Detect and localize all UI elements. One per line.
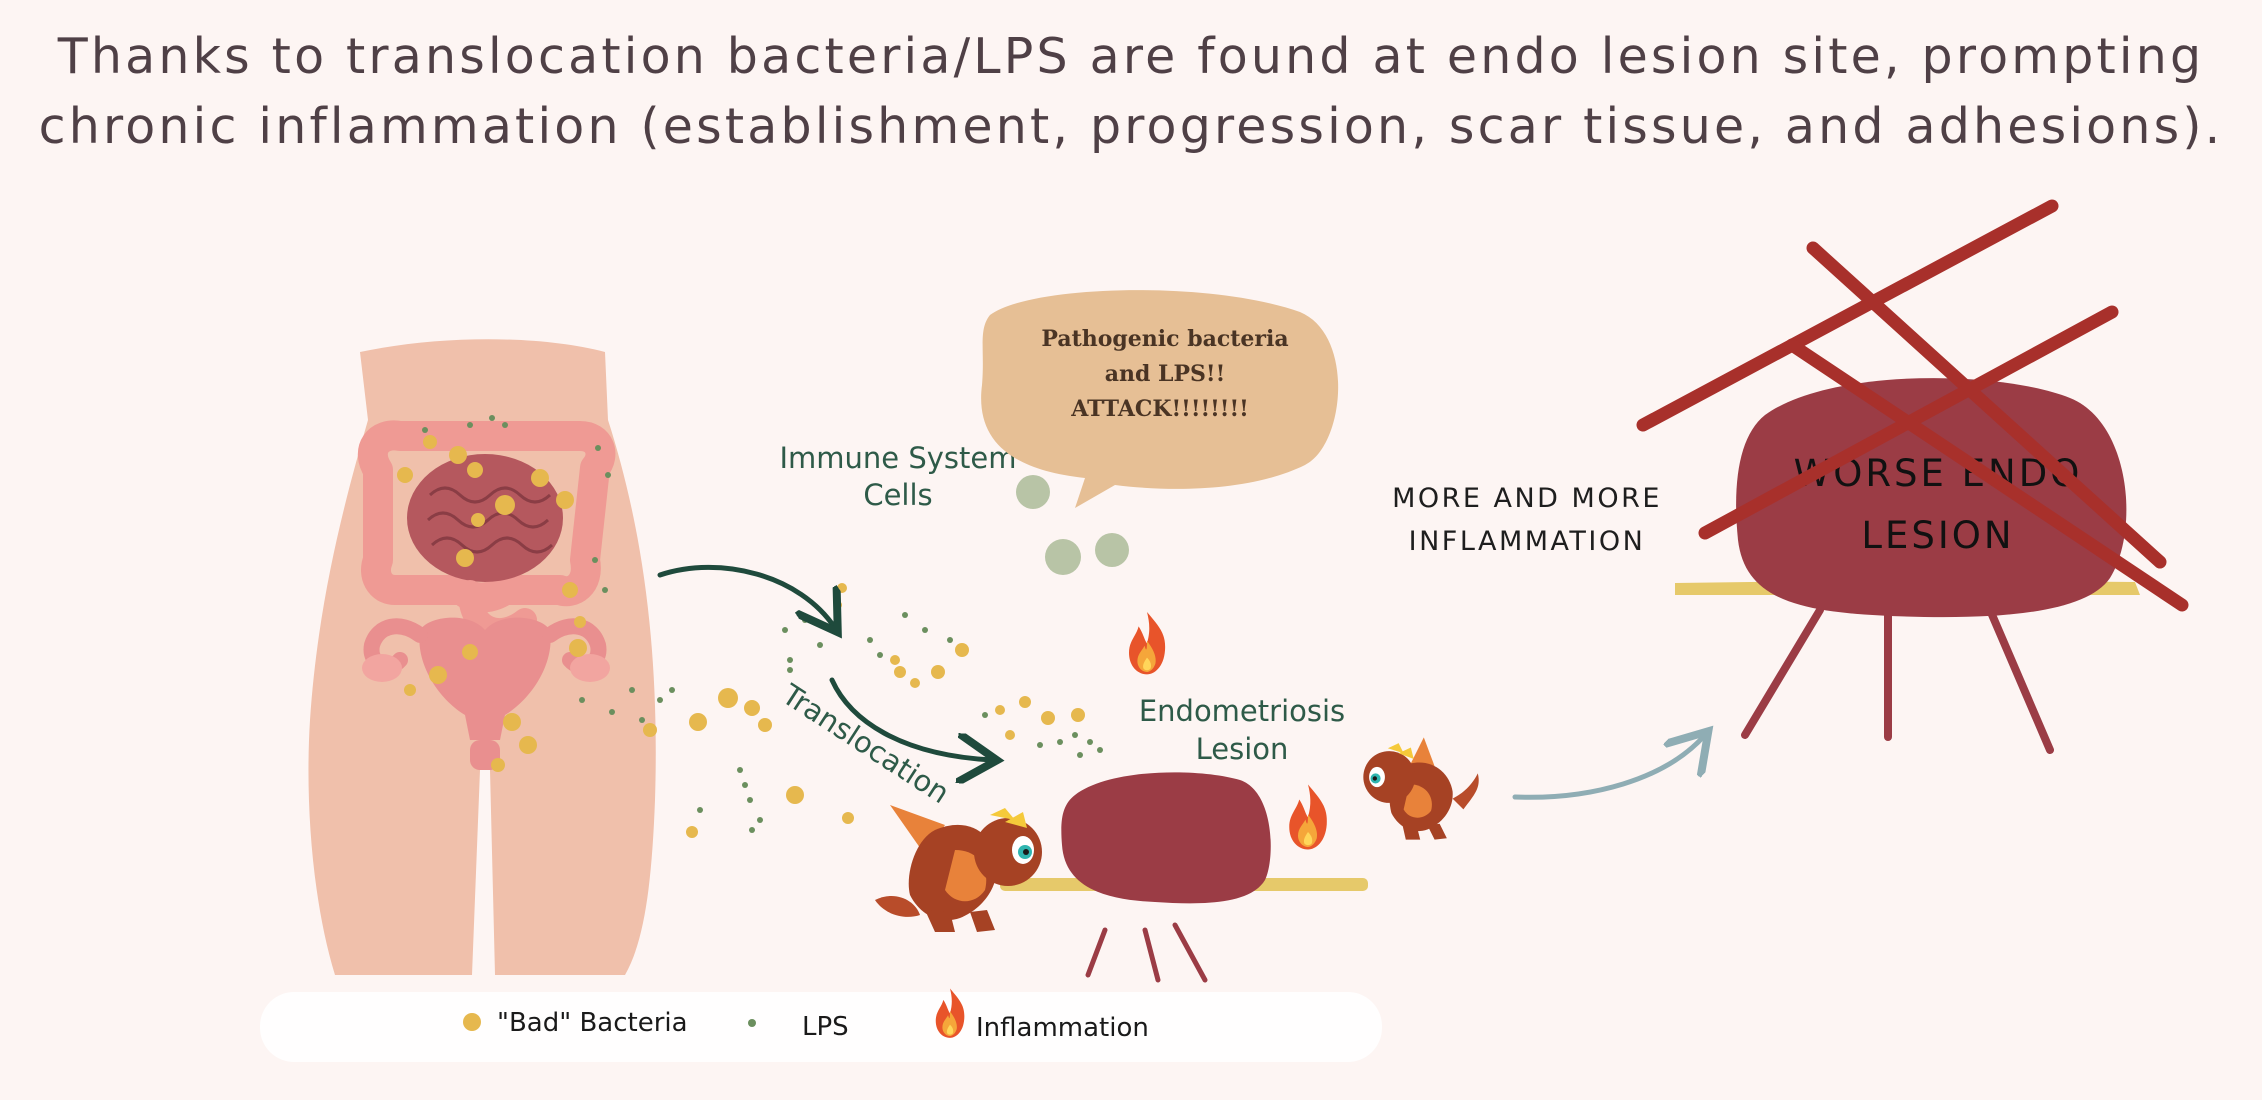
- title-line-1: Thanks to translocation bacteria/LPS are…: [57, 28, 2205, 85]
- worse-endo-lesion: WORSE ENDO LESION: [1675, 378, 2140, 754]
- worse-lesion-line2: LESION: [1861, 514, 2014, 557]
- cross-out-strokes: [1636, 199, 2189, 612]
- bacteria-dots: [397, 435, 1085, 838]
- legend-lps-label: LPS: [802, 1012, 849, 1042]
- arrow-to-worse-lesion: [1512, 735, 1705, 800]
- lesion-label-line2: Lesion: [1196, 732, 1289, 766]
- endometriosis-lesion: [1000, 772, 1368, 983]
- legend-panel: [260, 992, 1382, 1062]
- bubble-line3: ATTACK!!!!!!!!: [1070, 396, 1249, 422]
- bubble-line2: and LPS!!: [1105, 361, 1226, 387]
- more-inflammation-line2: INFLAMMATION: [1409, 526, 1646, 557]
- dragon-mascot-icon: [875, 805, 1042, 932]
- small-intestine: [407, 454, 563, 582]
- anatomy-illustration: [308, 339, 656, 975]
- arrow-to-lesion: [829, 677, 992, 760]
- page-title: Thanks to translocation bacteria/LPS are…: [0, 22, 2262, 162]
- legend-inflammation-label: Inflammation: [976, 1013, 1149, 1043]
- immune-label-line2: Cells: [863, 478, 932, 512]
- fire-icon: [1289, 784, 1327, 850]
- immune-label-line1: Immune System: [779, 441, 1016, 475]
- legend-bacteria-swatch: [463, 1013, 481, 1031]
- legend-bacteria-label: "Bad" Bacteria: [497, 1008, 688, 1038]
- lesion-label-line1: Endometriosis: [1139, 694, 1345, 728]
- fire-icon: [1129, 612, 1166, 675]
- immune-cells: [1016, 475, 1129, 575]
- lps-dots: [422, 415, 1103, 833]
- speech-bubble: Pathogenic bacteria and LPS!! ATTACK!!!!…: [981, 290, 1339, 508]
- legend-lps-swatch: [748, 1019, 756, 1027]
- legend: "Bad" Bacteria LPS Inflammation: [260, 988, 1382, 1062]
- bubble-line1: Pathogenic bacteria: [1041, 326, 1288, 352]
- title-line-2: chronic inflammation (establishment, pro…: [38, 98, 2224, 155]
- large-intestine: [357, 420, 616, 613]
- dragon-mascot-icon: [1363, 737, 1479, 840]
- uterus: [419, 617, 551, 740]
- more-inflammation-line1: MORE AND MORE: [1392, 483, 1662, 514]
- arrow-to-immune-cells: [657, 564, 835, 628]
